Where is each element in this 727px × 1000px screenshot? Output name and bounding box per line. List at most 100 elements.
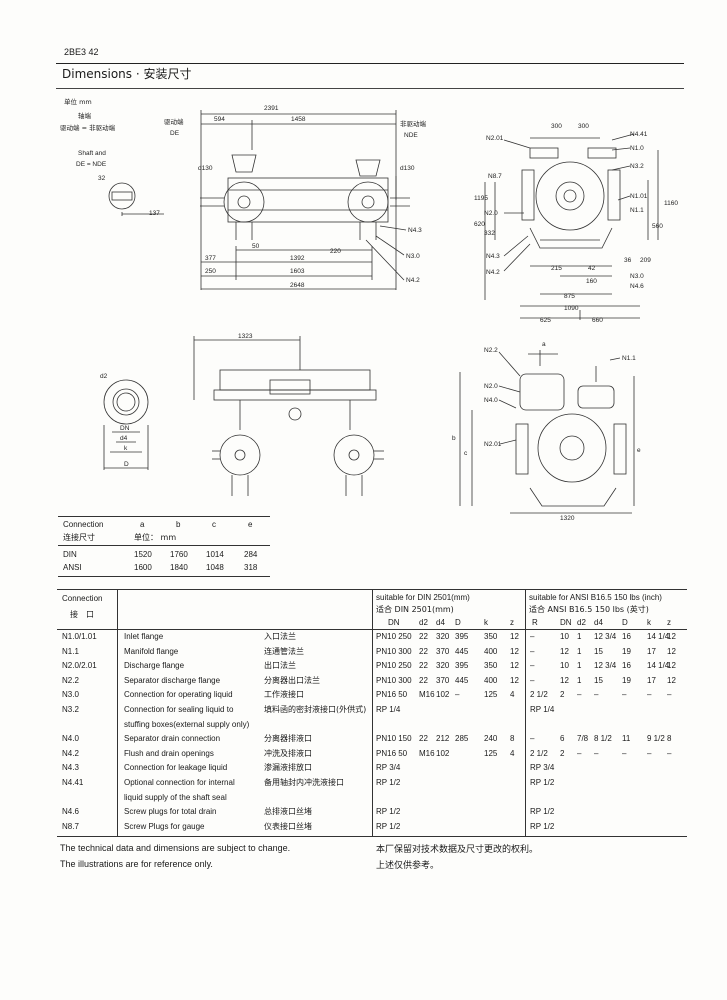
conn-dims-din-a: 1520 (134, 550, 152, 559)
conn-dims-b: b (176, 520, 181, 529)
dim-660: 660 (592, 317, 603, 324)
ansi-col-0: R (532, 618, 538, 627)
label-n2-01: N2.01 (486, 135, 504, 142)
row-din-0: PN10 250 (376, 661, 412, 671)
row-ansi-2: 1 (577, 675, 582, 685)
label-n4-6: N4.6 (630, 283, 644, 290)
label-n4-2: N4.2 (486, 269, 500, 276)
row-desc-en: stuffing boxes(external supply only) (124, 719, 250, 729)
note-cn-2: 上述仅供参考。 (376, 861, 440, 871)
row-ansi-4: 19 (622, 646, 631, 656)
conn-dims-head-cn: 连接尺寸 (63, 533, 95, 542)
row-ansi-0: 2 1/2 (530, 748, 548, 758)
dim-1603: 1603 (290, 268, 305, 275)
row-ansi-5: – (647, 748, 652, 758)
row-desc-cn: 总排液口丝堵 (264, 807, 312, 817)
title-rule (56, 88, 684, 89)
row-ansi-0: RP 3/4 (530, 763, 555, 773)
conn-dims-bottom-rule (58, 576, 270, 577)
row-ansi-1: 6 (560, 734, 565, 744)
th-connection: Connection (62, 594, 103, 603)
label-e: e (637, 447, 641, 454)
note-en-2: The illustrations are for reference only… (60, 859, 213, 869)
de-eq-nde: DE = NDE (76, 161, 107, 168)
row-ansi-1: 10 (560, 661, 569, 671)
th-connection-cn: 接 口 (70, 610, 94, 619)
row-desc-en: liquid supply of the shaft seal (124, 792, 227, 802)
row-din-1: 22 (419, 675, 428, 685)
dim-36: 36 (624, 257, 632, 264)
dim-332: 332 (484, 230, 495, 237)
ansi-col-4: D (622, 618, 628, 627)
row-din-3: 445 (455, 675, 469, 685)
dim-42: 42 (588, 265, 596, 272)
row-din-1: 22 (419, 646, 428, 656)
din-col-4: k (484, 618, 488, 627)
conn-dims-row-din-label: DIN (63, 550, 77, 559)
label-n1-1: N1.1 (630, 207, 644, 214)
row-ansi-1: 10 (560, 632, 569, 641)
row-din-3: 395 (455, 661, 469, 671)
row-din-3: 395 (455, 632, 469, 641)
label-n3-0-left: N3.0 (406, 253, 420, 260)
dim-50: 50 (252, 243, 260, 250)
row-din-2: 370 (436, 675, 450, 685)
row-desc-en: Separator drain connection (124, 734, 221, 744)
row-din-4: 125 (484, 748, 498, 758)
row-desc-en: Flush and drain openings (124, 748, 214, 758)
dim-1090: 1090 (564, 305, 579, 312)
row-desc-en: Screw plugs for total drain (124, 807, 217, 817)
row-ansi-3: 15 (594, 675, 603, 685)
row-din-0: PN10 250 (376, 632, 412, 641)
label-n2-01-b: N2.01 (484, 441, 502, 448)
nde-eq-cn: 驱动端 = 非驱动端 (60, 123, 116, 132)
din-col-3: D (455, 618, 461, 627)
row-din-1: M16 (419, 690, 435, 700)
dim-215: 215 (551, 265, 562, 272)
row-din-5: 12 (510, 632, 519, 641)
row-ansi-4: 19 (622, 675, 631, 685)
label-n4-3: N4.3 (486, 253, 500, 260)
row-id: N3.0 (62, 690, 79, 700)
row-din-1: 22 (419, 632, 428, 641)
row-ansi-5: – (647, 690, 652, 700)
dim-220: 220 (330, 248, 341, 255)
de-label: DE (170, 130, 180, 137)
row-ansi-3: – (594, 748, 599, 758)
row-din-0: PN10 300 (376, 646, 412, 656)
dim-560: 560 (652, 223, 663, 230)
row-ansi-4: 11 (622, 734, 631, 744)
row-din-2: 102 (436, 748, 450, 758)
row-id: N2.0/2.01 (62, 661, 97, 671)
label-a: a (542, 341, 546, 348)
row-ansi-1: 12 (560, 675, 569, 685)
row-id: N8.7 (62, 821, 79, 831)
th-ansi: suitable for ANSI B16.5 150 lbs (inch) (529, 593, 662, 602)
dim-625: 625 (540, 317, 551, 324)
dim-32: 32 (98, 175, 106, 182)
label-n3-0: N3.0 (630, 273, 644, 280)
shaft-and: Shaft and (78, 150, 106, 157)
label-d4: d4 (120, 435, 128, 442)
row-ansi-4: 16 (622, 632, 631, 641)
label-dn: DN (120, 425, 130, 432)
dim-594: 594 (214, 116, 225, 123)
row-ansi-6: 12 (667, 646, 676, 656)
row-desc-en: Connection for leakage liquid (124, 763, 228, 773)
row-din-4: 400 (484, 646, 498, 656)
row-din-4: 240 (484, 734, 498, 744)
row-ansi-6: 8 (667, 734, 672, 744)
row-desc-cn: 出口法兰 (264, 661, 296, 671)
note-en-1: The technical data and dimensions are su… (60, 843, 291, 853)
row-desc-en: Connection for sealing liquid to (124, 705, 234, 714)
row-id: N1.0/1.01 (62, 632, 97, 641)
header-rule (56, 63, 684, 65)
conn-dims-top-rule (58, 516, 270, 517)
conn-dims-unit: 单位： mm (134, 533, 177, 542)
row-ansi-0: – (530, 734, 535, 744)
row-ansi-5: 14 1/4 (647, 661, 670, 671)
conn-table-vrule-1 (117, 589, 118, 836)
row-din-0: RP 3/4 (376, 763, 401, 773)
